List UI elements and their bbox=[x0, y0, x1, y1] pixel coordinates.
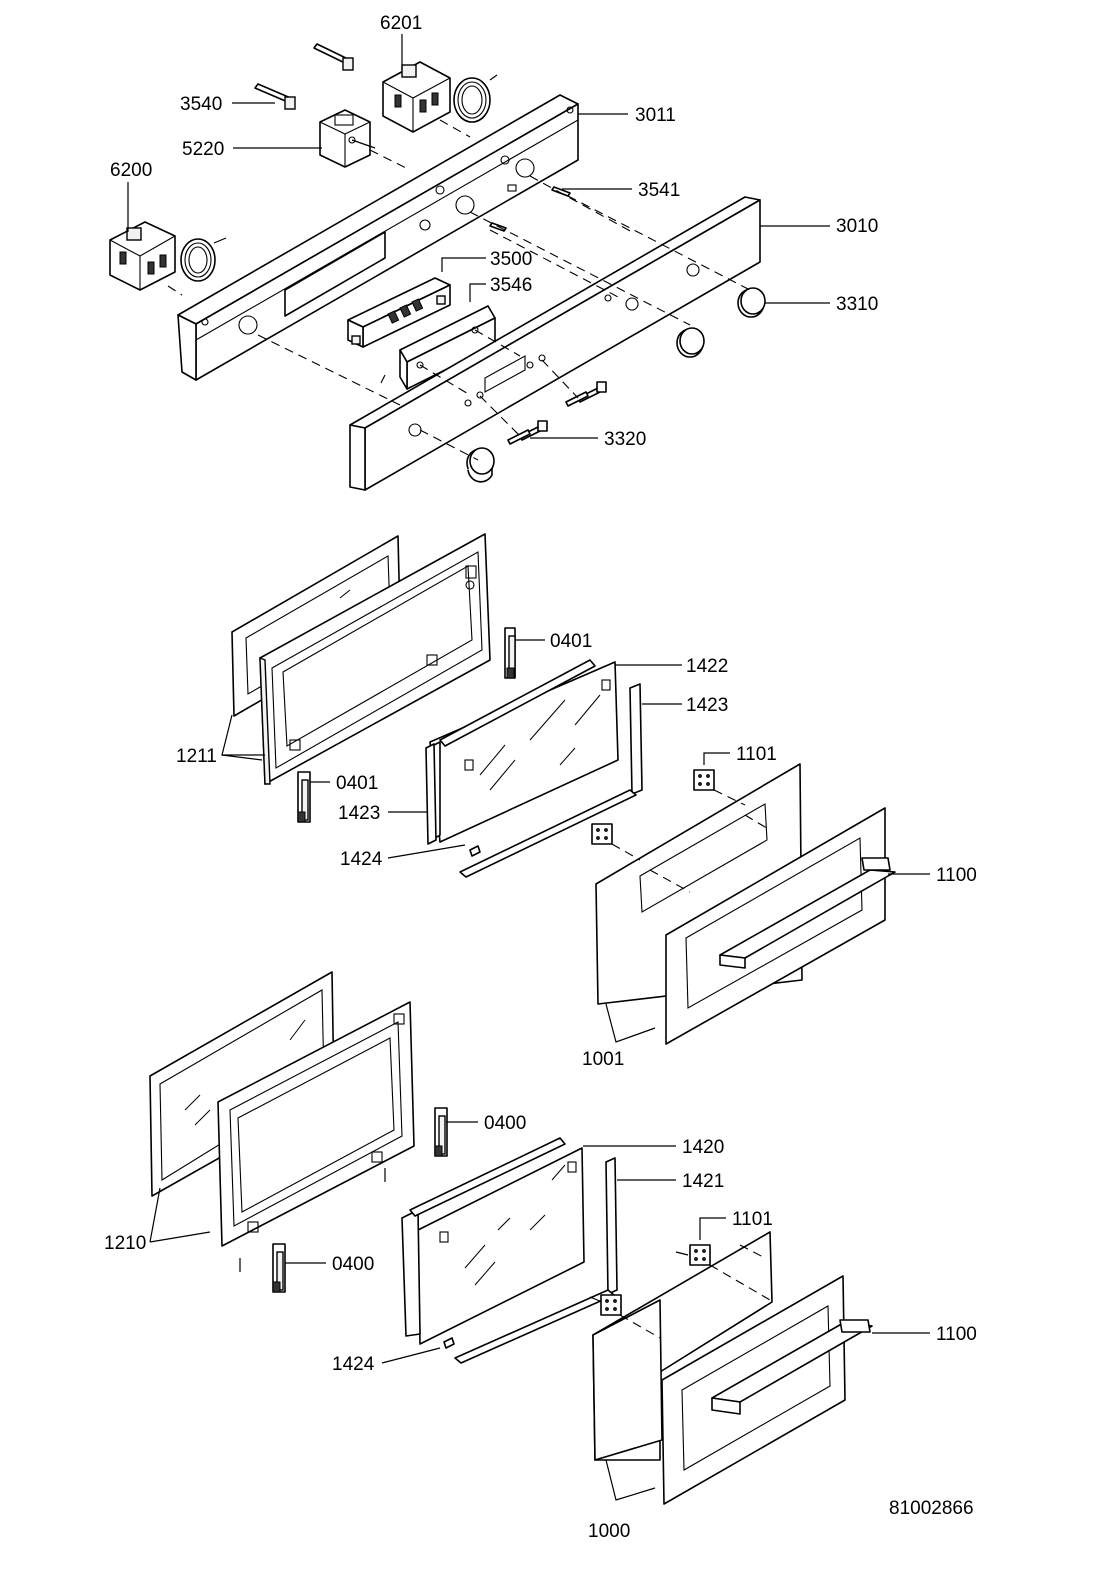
label-3500: 3500 bbox=[490, 249, 532, 270]
label-0400-upper: 0400 bbox=[484, 1113, 526, 1134]
knob-1 bbox=[466, 447, 495, 483]
part-3546-display-plate bbox=[399, 305, 496, 390]
part-0400-hinge-upper bbox=[434, 1107, 448, 1157]
part-6200-selector-switch bbox=[109, 221, 227, 291]
part-3310-knobs bbox=[466, 287, 766, 483]
part-1424-bottom-profile bbox=[459, 789, 637, 878]
label-1211: 1211 bbox=[176, 746, 217, 767]
label-1423-left: 1423 bbox=[338, 803, 380, 824]
part-3010-control-panel-front bbox=[349, 196, 761, 491]
part-1423-side-profile-left bbox=[425, 743, 437, 845]
label-1420: 1420 bbox=[682, 1137, 724, 1158]
assembly-lines-panel bbox=[167, 119, 751, 461]
label-1423-right: 1423 bbox=[686, 695, 728, 716]
part-1421-side-profile-right bbox=[605, 1157, 618, 1295]
label-5220: 5220 bbox=[182, 139, 224, 160]
label-0401-upper: 0401 bbox=[550, 631, 592, 652]
label-1100-lower: 1100 bbox=[936, 1324, 977, 1345]
label-3546: 3546 bbox=[490, 275, 532, 296]
label-3540: 3540 bbox=[180, 94, 222, 115]
part-1101-clip-upper bbox=[693, 769, 715, 791]
label-3011: 3011 bbox=[635, 105, 676, 126]
part-6201-selector-switch bbox=[382, 61, 498, 133]
part-1210-inner-frame bbox=[217, 1001, 415, 1272]
part-3500-display-module bbox=[347, 277, 451, 348]
label-1000: 1000 bbox=[588, 1521, 630, 1542]
label-1001: 1001 bbox=[582, 1049, 624, 1070]
part-1100-outer-door bbox=[665, 807, 896, 1045]
part-3540-spindles bbox=[254, 43, 354, 110]
part-number-labels: 6201 3540 5220 3011 6200 3541 3010 3500 … bbox=[104, 13, 977, 1542]
label-3541: 3541 bbox=[638, 180, 680, 201]
leader-lines bbox=[127, 34, 930, 1501]
part-0401-hinge-upper bbox=[504, 627, 516, 679]
lower-door-assembly bbox=[149, 971, 873, 1505]
part-0401-hinge-lower bbox=[297, 771, 311, 823]
part-0400-hinge-lower bbox=[272, 1243, 286, 1293]
upper-door-assembly bbox=[231, 533, 896, 1045]
part-1101-clip-lower bbox=[591, 823, 613, 845]
label-1100-upper: 1100 bbox=[936, 865, 977, 886]
label-6200: 6200 bbox=[110, 160, 152, 181]
part-1101-clip-lower-door-b bbox=[589, 1294, 622, 1316]
label-6201: 6201 bbox=[380, 13, 422, 34]
label-1424-lower: 1424 bbox=[332, 1354, 375, 1375]
label-3010: 3010 bbox=[836, 216, 878, 237]
label-3320: 3320 bbox=[604, 429, 646, 450]
label-1101-lower: 1101 bbox=[732, 1209, 773, 1230]
knob-3 bbox=[737, 287, 766, 318]
knob-2 bbox=[676, 327, 705, 358]
label-0401-lower: 0401 bbox=[336, 773, 378, 794]
part-3011-panel-bracket bbox=[177, 94, 579, 381]
document-number: 81002866 bbox=[889, 1498, 974, 1519]
part-3320-screws bbox=[507, 381, 607, 445]
label-1422: 1422 bbox=[686, 656, 728, 677]
part-1211-inner-frame bbox=[259, 533, 491, 785]
label-3310: 3310 bbox=[836, 294, 878, 315]
part-1101-clip-lower-door-a bbox=[675, 1244, 711, 1266]
label-1210: 1210 bbox=[104, 1233, 146, 1254]
part-1420-middle-glass bbox=[401, 1137, 585, 1345]
part-5220-thermostat bbox=[319, 109, 376, 168]
label-0400-lower: 0400 bbox=[332, 1254, 374, 1275]
label-1421: 1421 bbox=[682, 1171, 724, 1192]
part-1000-door-glass bbox=[592, 1231, 773, 1461]
part-1423-side-profile-right bbox=[629, 683, 643, 795]
control-panel-assembly bbox=[109, 43, 766, 491]
assembly-lines-upper-door bbox=[611, 789, 771, 893]
label-1424-upper: 1424 bbox=[340, 849, 383, 870]
label-1101-upper: 1101 bbox=[736, 744, 777, 765]
part-1100-outer-door-lower bbox=[661, 1275, 873, 1505]
assembly-lines-lower-door bbox=[619, 1244, 771, 1339]
